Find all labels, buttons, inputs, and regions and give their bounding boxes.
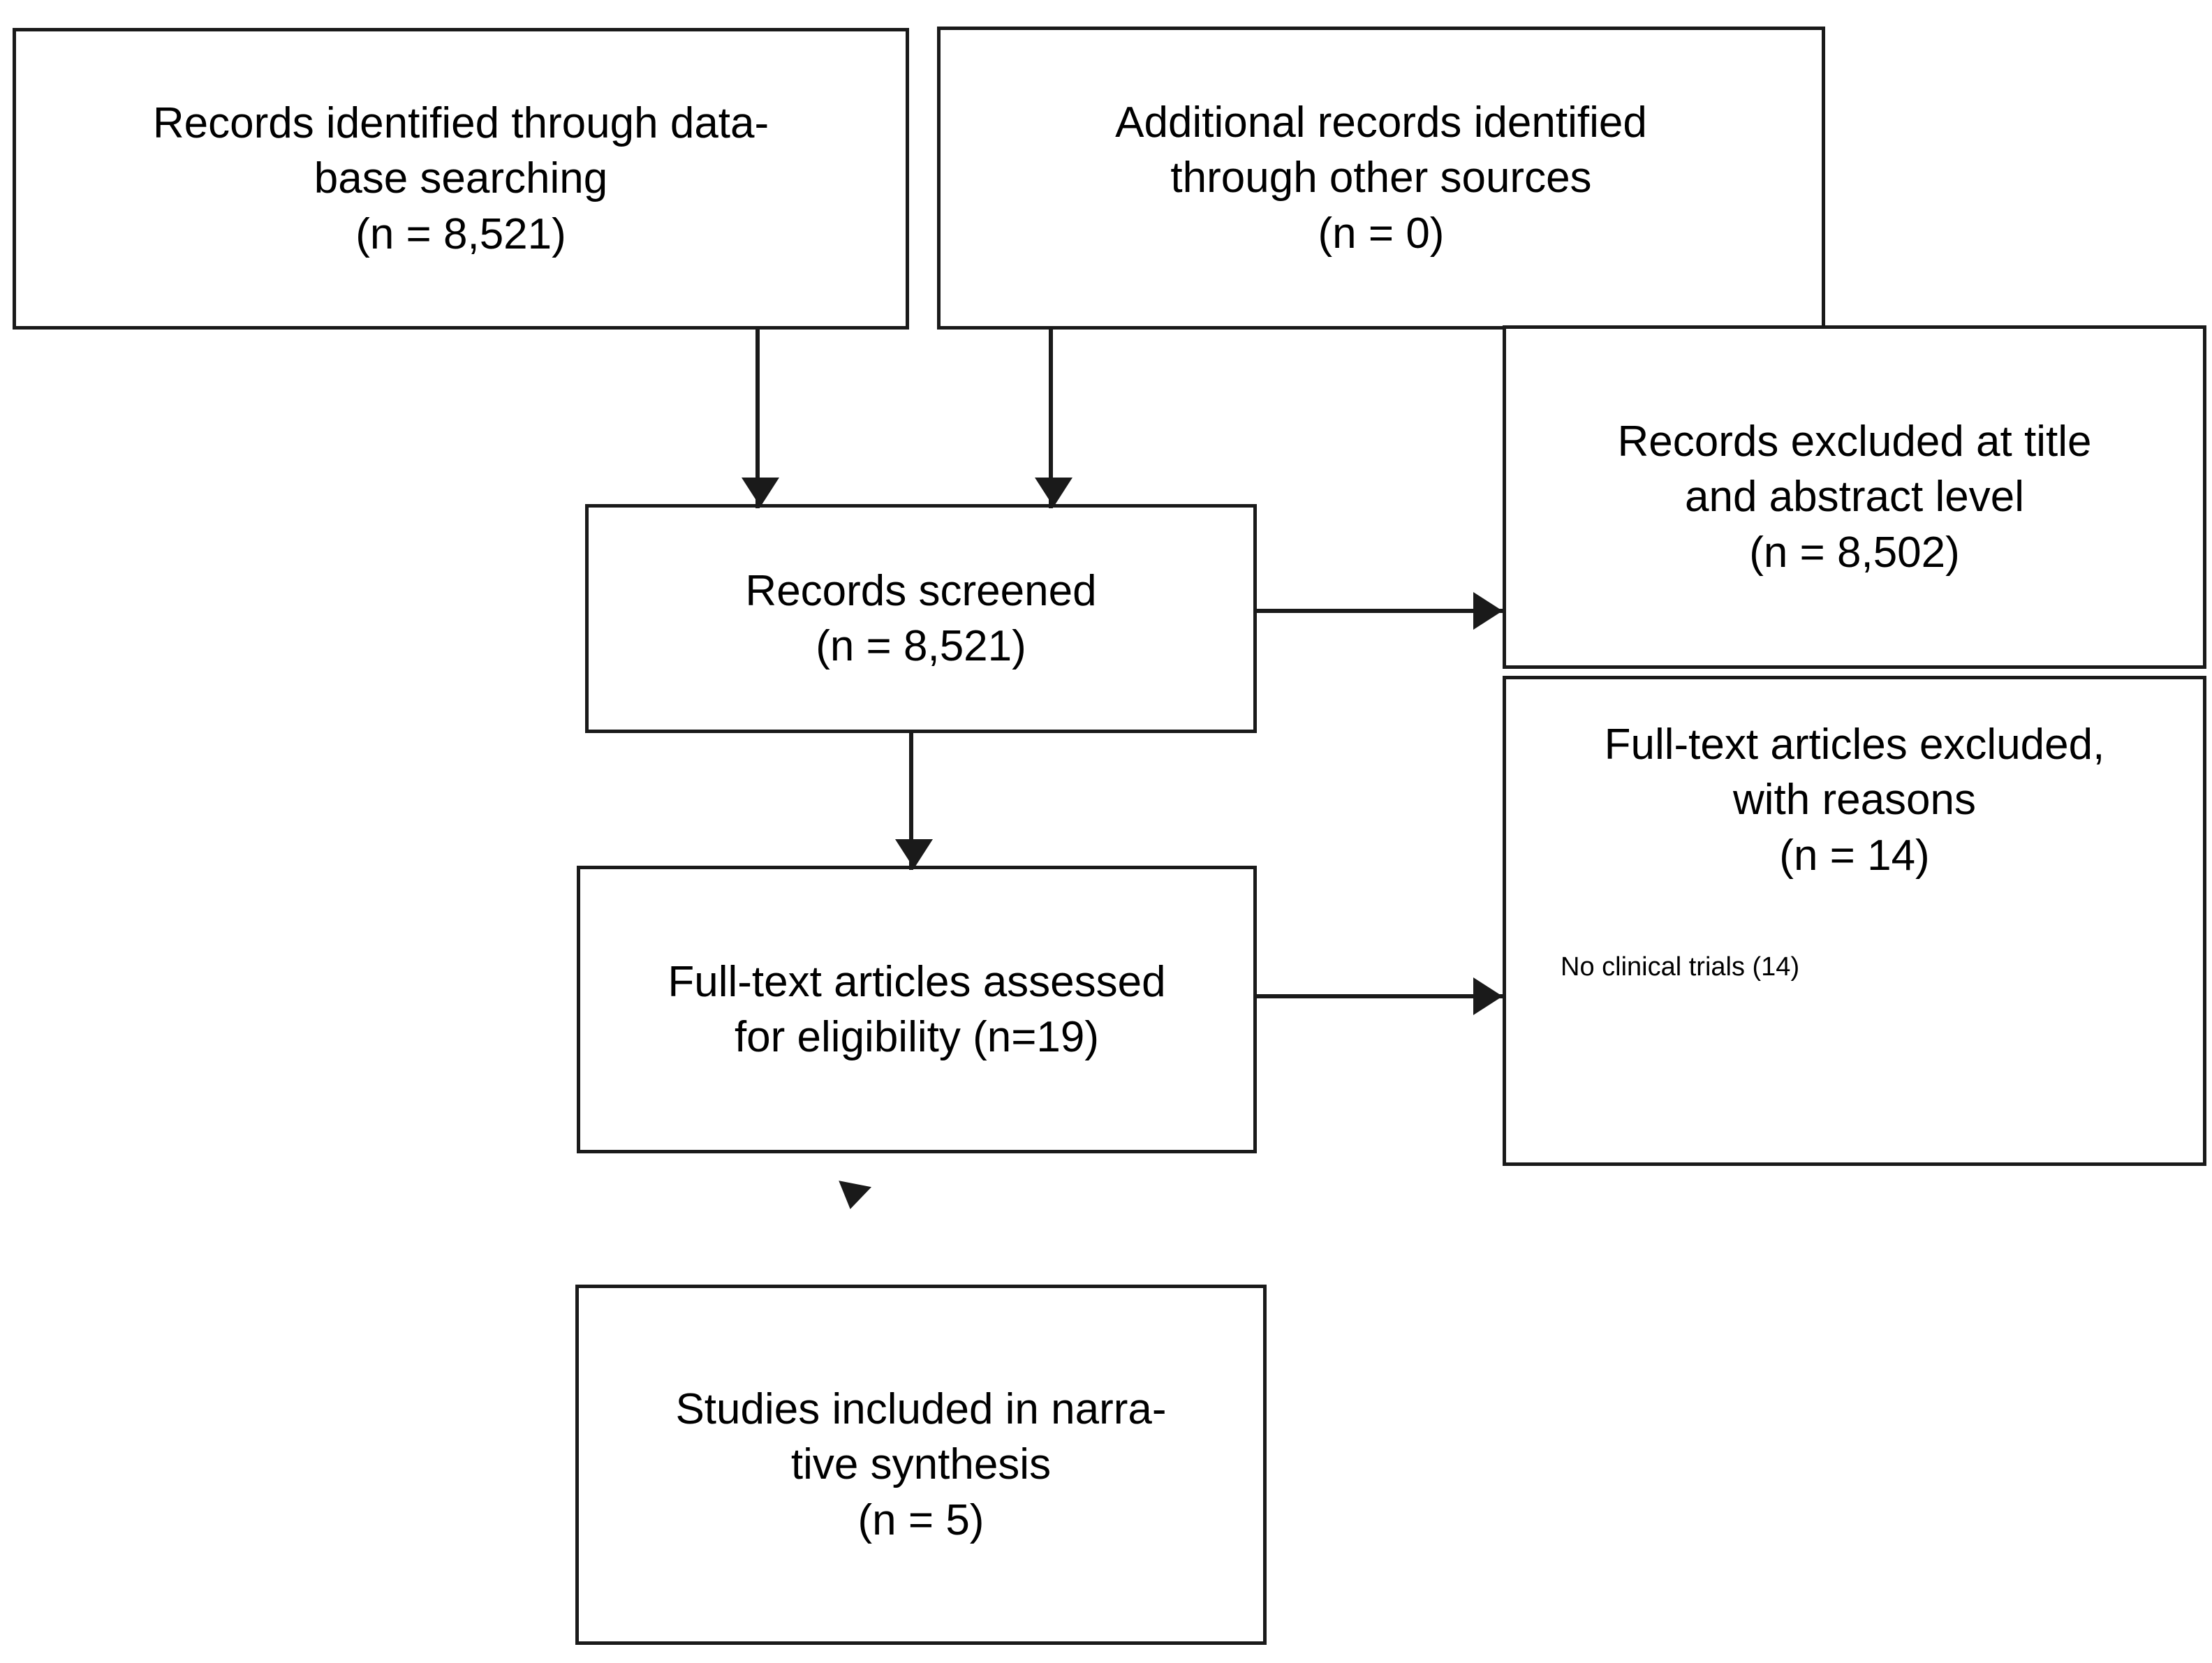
node-line: tive synthesis — [790, 1440, 1052, 1489]
node-line: with reasons — [1732, 776, 1977, 825]
node-count: (n = 8,521) — [816, 622, 1026, 670]
connector-fulltext-to-excluded-reasons-arrowhead-icon — [1473, 977, 1503, 1015]
exclusion-heading: Full-text articles excluded, with reason… — [1524, 717, 2185, 883]
connector-screened-to-fulltext-line — [909, 733, 913, 870]
node-line: Additional records identified — [1115, 98, 1647, 147]
node-count: (n = 8,521) — [355, 209, 566, 258]
node-line: Full-text articles excluded, — [1604, 720, 2105, 769]
exclusion-reason-item: No clinical trials (14) — [1561, 952, 1800, 982]
node-line: Records screened — [745, 566, 1097, 615]
node-count: (n = 14) — [1779, 831, 1930, 880]
node-line: Records excluded at title — [1617, 417, 2092, 466]
node-fulltext-excluded-with-reasons: Full-text articles excluded, with reason… — [1503, 676, 2206, 1166]
node-line: through other sources — [1170, 154, 1592, 202]
node-records-screened: Records screened (n = 8,521) — [585, 504, 1257, 733]
connector-screened-to-excluded-title-arrowhead-icon — [1473, 592, 1503, 630]
connector-other-to-screened-line — [1049, 330, 1053, 508]
node-count: (n = 0) — [1318, 209, 1445, 258]
connector-db-to-screened-arrowhead-icon — [742, 478, 779, 507]
node-additional-records-other-sources: Additional records identified through ot… — [937, 27, 1825, 330]
node-line: base searching — [314, 154, 608, 203]
connector-screened-to-fulltext-arrowhead-icon — [895, 839, 933, 869]
node-line: Records identified through data- — [152, 98, 769, 147]
connector-fulltext-to-excluded-reasons-line — [1257, 994, 1503, 998]
connector-db-to-screened-line — [755, 330, 760, 508]
node-fulltext-assessed-eligibility: Full-text articles assessed for eligibil… — [577, 866, 1257, 1153]
exclusion-reason-list: No clinical trials (14) — [1524, 950, 2185, 984]
connector-other-to-screened-arrowhead-icon — [1035, 478, 1072, 507]
node-studies-included-narrative-synthesis: Studies included in narra- tive synthesi… — [575, 1285, 1267, 1645]
connector-screened-to-excluded-title-line — [1257, 609, 1503, 613]
node-line: Studies included in narra- — [675, 1384, 1167, 1433]
node-line: and abstract level — [1685, 473, 2024, 522]
node-count: for eligibility (n=19) — [734, 1013, 1100, 1061]
node-records-identified-database: Records identified through data- base se… — [13, 28, 909, 330]
node-line: Full-text articles assessed — [668, 957, 1166, 1006]
connector-fulltext-to-included-arrowhead-icon — [839, 1170, 876, 1209]
node-records-excluded-title-abstract: Records excluded at title and abstract l… — [1503, 325, 2206, 669]
node-count: (n = 5) — [857, 1495, 985, 1544]
node-count: (n = 8,502) — [1749, 528, 1960, 577]
